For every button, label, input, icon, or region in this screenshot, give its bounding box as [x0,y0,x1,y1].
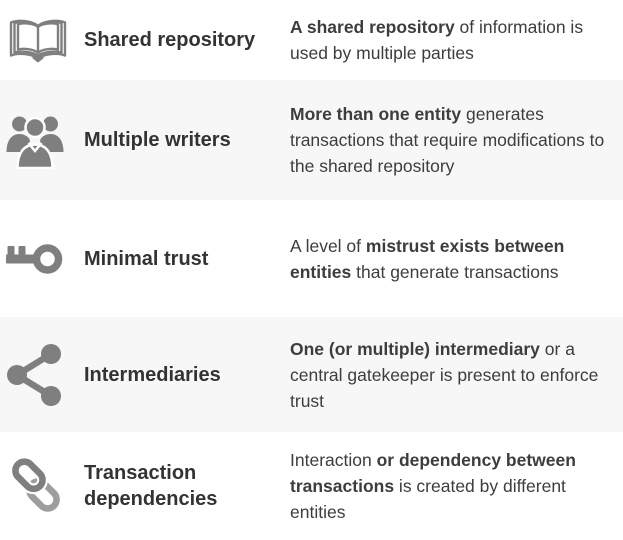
key-icon [6,243,63,274]
chain-links-icon [10,456,60,512]
row-title: Shared repository [84,29,256,51]
table-row-multiple-writers: Multiple writers More than one entity ge… [0,80,623,200]
table-row-shared-repository: Shared repository A shared repository of… [0,0,623,80]
row-title: Intermediaries [84,363,221,386]
row-title: Multiple writers [84,129,231,151]
table-row-transaction-dependencies: Transaction dependencies Interaction or … [0,432,623,540]
row-title: Transaction dependencies [84,462,218,510]
row-title: Minimal trust [84,247,209,270]
people-group-icon [0,111,84,169]
row-description: A level of mistrust exists between entit… [290,235,565,282]
row-description: A shared repository of information is us… [290,17,584,63]
share-network-icon [7,343,61,406]
open-book-icon [0,17,84,63]
table-row-minimal-trust: Minimal trust A level of mistrust exists… [0,200,623,317]
table-row-intermediaries: Intermediaries One (or multiple) interme… [0,317,623,432]
row-description: Interaction or dependency between transa… [290,450,576,522]
share-network-icon [0,341,84,409]
open-book-icon [9,19,67,63]
row-description: One (or multiple) intermediary or a cent… [290,338,599,411]
people-group-icon [6,116,64,169]
row-description: More than one entity generates transacti… [290,104,605,176]
key-icon [0,239,84,279]
chain-links-icon [0,454,84,518]
